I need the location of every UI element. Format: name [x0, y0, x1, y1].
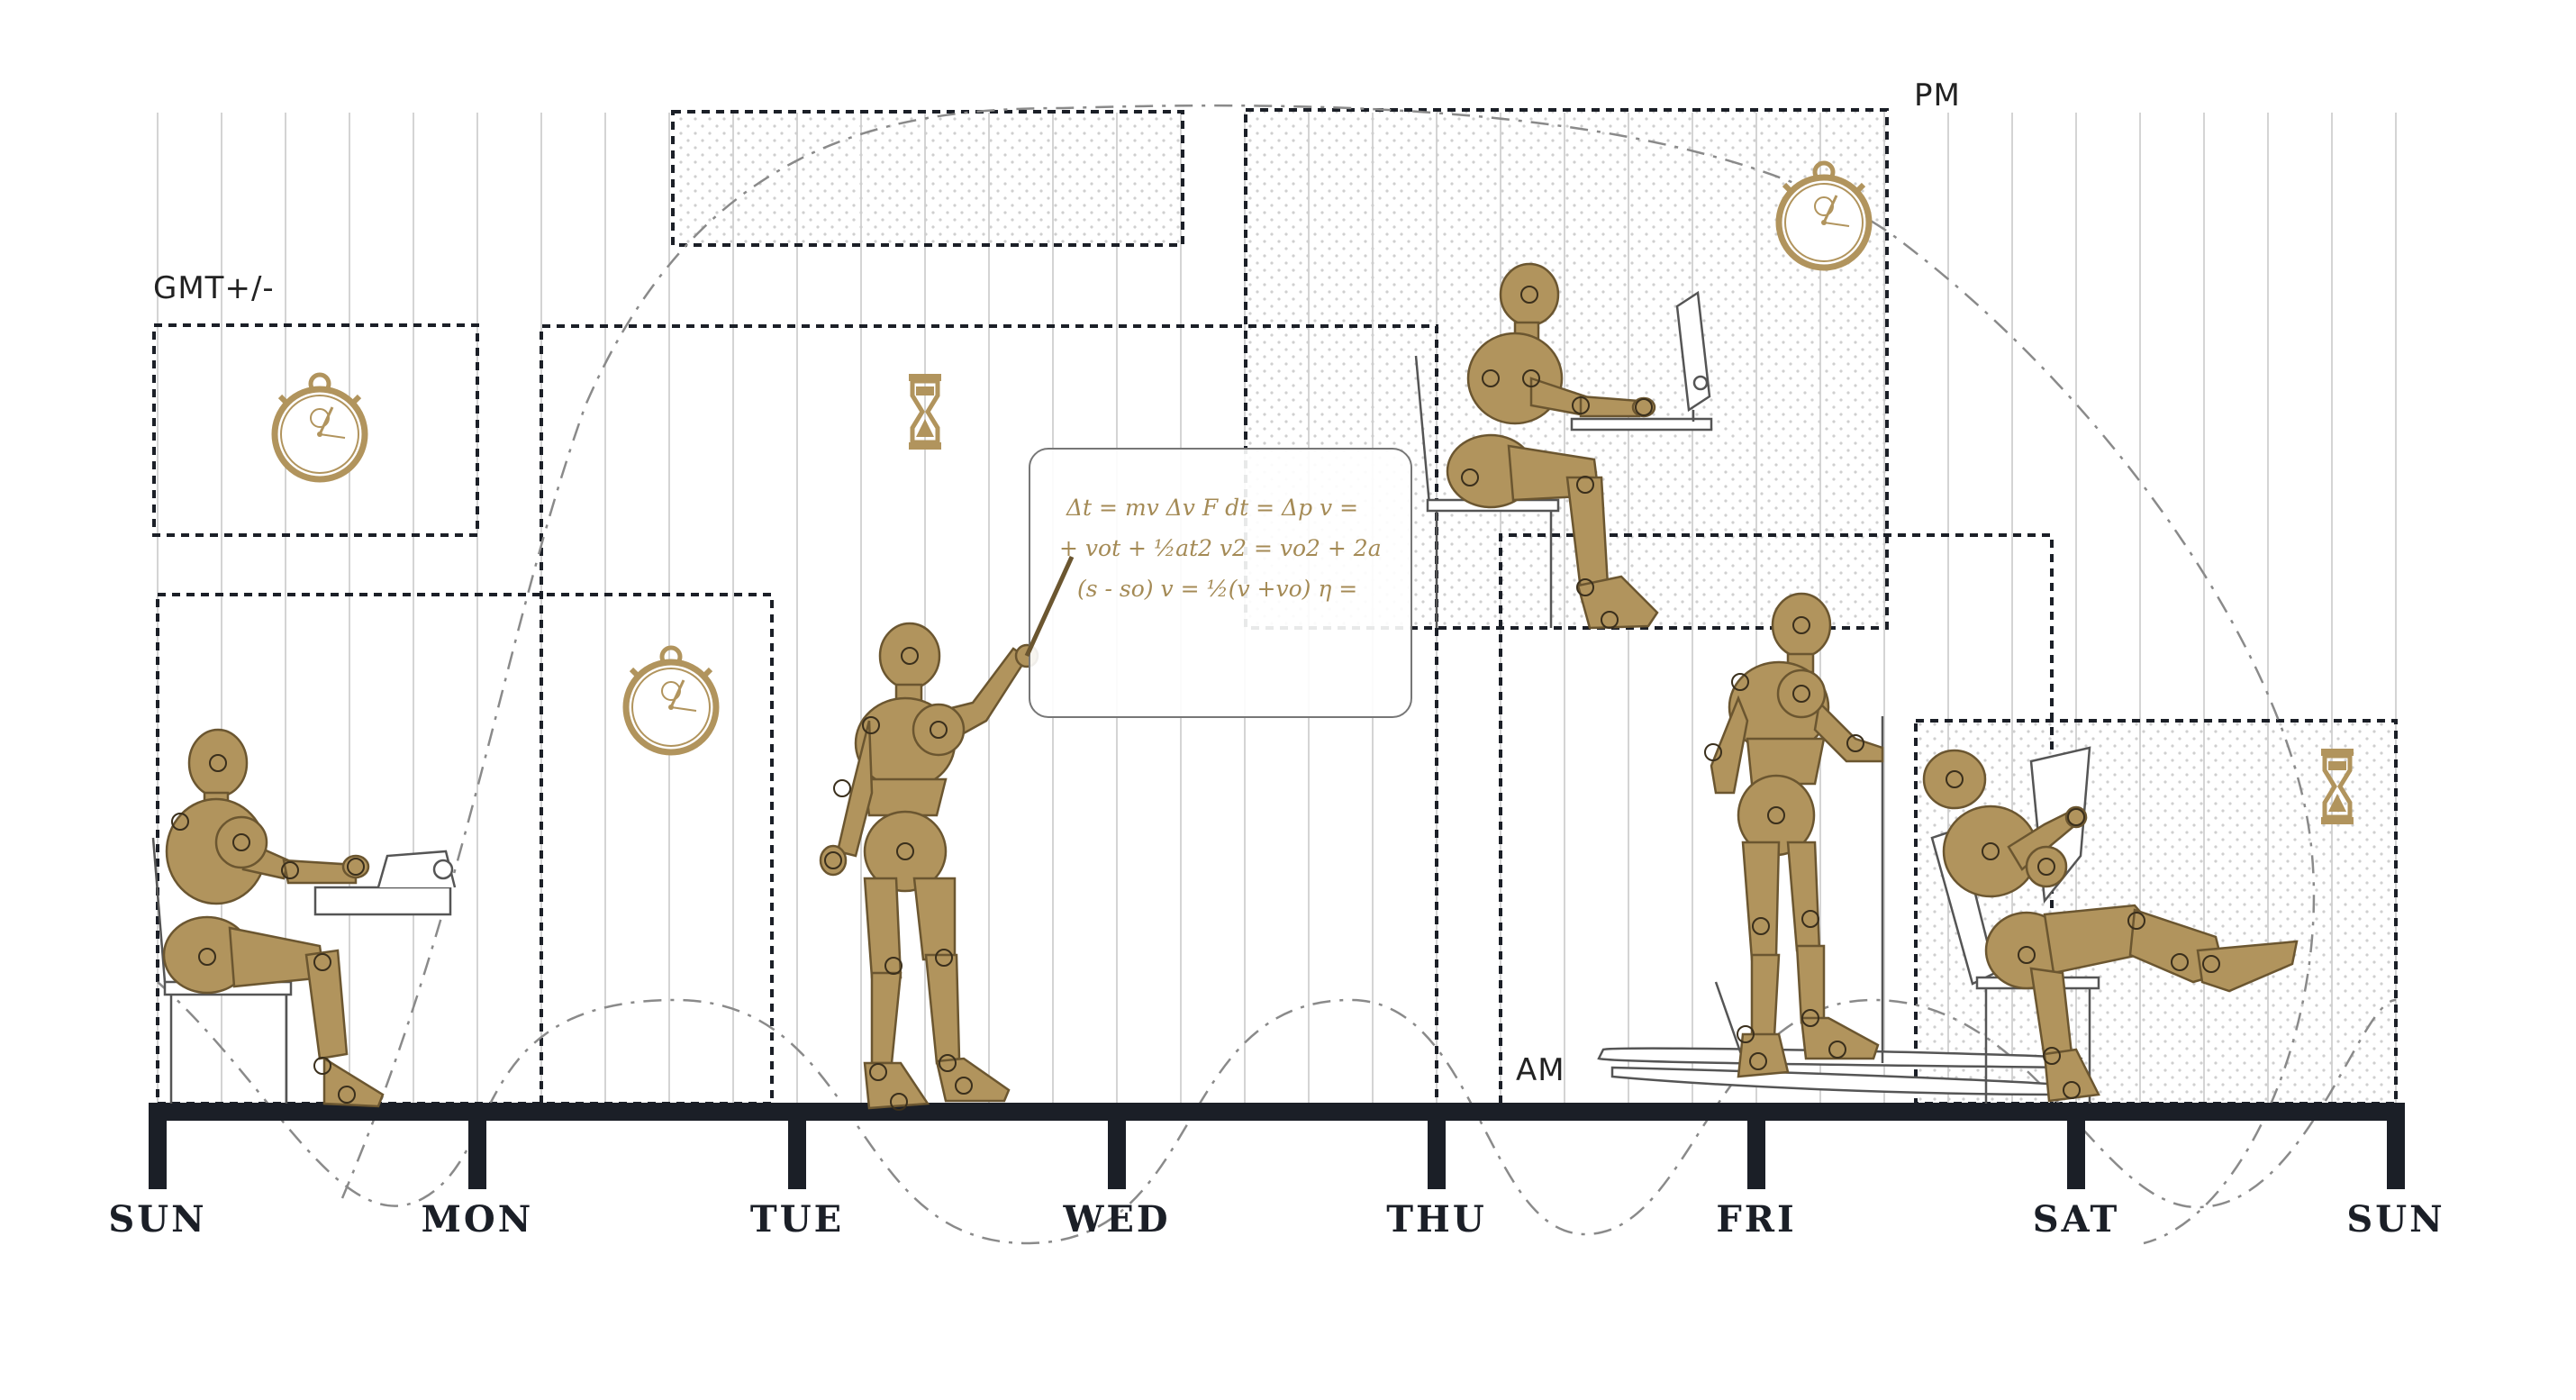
dotted-region-top [673, 112, 1183, 245]
typing-figure [151, 728, 457, 1108]
equation-line-2: + vot + ½at2 v2 = vo2 + 2a [1059, 535, 1382, 561]
day-label-sat: SAT [2032, 1198, 2120, 1241]
equation-line-3: (s - so) v = ½(v +vo) η = [1077, 576, 1358, 602]
gmt-label: GMT+/- [153, 270, 275, 306]
day-label-sun-end: SUN [2346, 1198, 2445, 1241]
pm-label: PM [1914, 77, 1961, 114]
dotted-region-sat [1916, 721, 2396, 1104]
day-label-mon: MON [421, 1198, 534, 1241]
day-label-wed: WED [1063, 1198, 1171, 1241]
whiteboard: Δt = mv Δv F dt = Δp v = + vot + ½at2 v2… [1029, 448, 1412, 718]
day-label-fri: FRI [1716, 1198, 1797, 1241]
day-label-tue: TUE [749, 1198, 845, 1241]
reading-figure [1922, 746, 2299, 1104]
skiing-figure [1597, 592, 2083, 1096]
timeline-beam [149, 1103, 2405, 1189]
equation-line-1: Δt = mv Δv F dt = Δp v = [1066, 495, 1359, 521]
day-night-curves [157, 104, 2397, 1245]
day-label-thu: THU [1386, 1198, 1487, 1241]
joint-markers [171, 286, 2220, 1111]
teaching-figure [819, 622, 1039, 1110]
stopwatch-icon [275, 375, 365, 479]
am-label: AM [1516, 1052, 1565, 1088]
day-label-sun: SUN [108, 1198, 207, 1241]
computer-figure [1414, 262, 1713, 630]
stopwatch-icon [626, 648, 716, 752]
